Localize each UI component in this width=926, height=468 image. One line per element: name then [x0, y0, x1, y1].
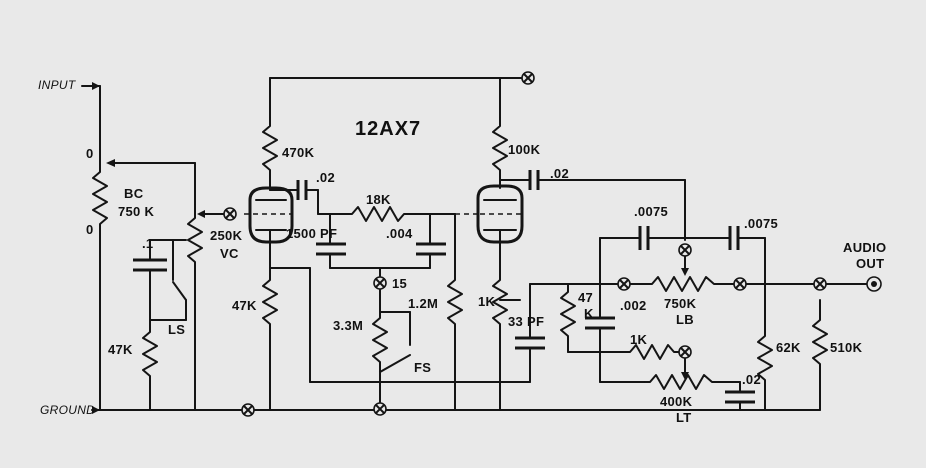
- audio-out-label-2: OUT: [856, 256, 885, 271]
- r-400k-label: 400K: [660, 394, 693, 409]
- fs-switch-branch: [372, 289, 411, 403]
- audio-out-label-1: AUDIO: [843, 240, 887, 255]
- r-1k-cathode-label: 1K: [478, 294, 496, 309]
- cap-004-label: .004: [386, 226, 413, 241]
- lb-label: LB: [676, 312, 694, 327]
- r-47k-mid-label-1: 47: [578, 290, 594, 305]
- vc-value: 250K: [210, 228, 243, 243]
- tube-label: 12AX7: [355, 118, 422, 140]
- r-3-3m-label: 3.3M: [333, 318, 364, 333]
- r-470k-label: 470K: [282, 145, 315, 160]
- cap-002-label: .002: [620, 298, 647, 313]
- r-47k-cathode-label: 47K: [232, 298, 257, 313]
- ground-label: GROUND: [40, 403, 96, 417]
- terminal-ground-cathode: [241, 403, 255, 417]
- cap-1-label: .1: [142, 236, 154, 251]
- mid-network: [515, 283, 646, 383]
- terminal-out-node: [813, 277, 827, 291]
- input-label: INPUT: [38, 78, 76, 92]
- cap-33pf-label: 33 PF: [508, 314, 545, 329]
- tone-stack: [599, 179, 869, 411]
- cap-02-c-label: .02: [742, 372, 761, 387]
- r-100k-label: 100K: [508, 142, 541, 157]
- audio-out-jack: [866, 276, 882, 292]
- tube-2: [476, 77, 686, 411]
- cap-0075-b-label: .0075: [744, 216, 779, 231]
- terminal-15: [373, 276, 387, 290]
- terminal-tone-c: [733, 277, 747, 291]
- bc-top-mark: 0: [86, 146, 94, 161]
- r-510k-label: 510K: [830, 340, 863, 355]
- cap-0075-a-label: .0075: [634, 204, 669, 219]
- terminal-tone-a: [617, 277, 631, 291]
- terminal-bplus: [521, 71, 535, 85]
- node-15-label: 15: [392, 276, 408, 291]
- r-1-2m-label: 1.2M: [408, 296, 439, 311]
- cap-02-a-label: .02: [316, 170, 335, 185]
- bc-potentiometer: [92, 149, 196, 411]
- ground-rail: [91, 406, 821, 414]
- fs-label: FS: [414, 360, 432, 375]
- vc-label: VC: [220, 246, 239, 261]
- r-750k-label: 750K: [664, 296, 697, 311]
- terminal-fs-ground: [373, 402, 387, 416]
- r-47k-mid-label-2: K: [584, 306, 594, 321]
- cap-02-b-label: .02: [550, 166, 569, 181]
- ls-branch: [133, 162, 196, 411]
- terminal-tone-d: [678, 345, 692, 359]
- r-1k-tone-label: 1K: [630, 332, 648, 347]
- interstage-network: [316, 206, 480, 411]
- terminals: [223, 71, 882, 417]
- tube-1: [244, 77, 531, 411]
- input-line: [81, 82, 101, 151]
- lt-label: LT: [676, 410, 692, 425]
- cap-1500-label: 1500 PF: [286, 226, 338, 241]
- ls-label: LS: [168, 322, 186, 337]
- r-47k-left-label: 47K: [108, 342, 133, 357]
- r-62k-label: 62K: [776, 340, 801, 355]
- bc-label: BC: [124, 186, 144, 201]
- bc-bottom-mark: 0: [86, 222, 94, 237]
- terminal-grid-1: [223, 207, 237, 221]
- terminal-tone-b: [678, 243, 692, 257]
- bc-value: 750 K: [118, 204, 155, 219]
- r-18k-label: 18K: [366, 192, 391, 207]
